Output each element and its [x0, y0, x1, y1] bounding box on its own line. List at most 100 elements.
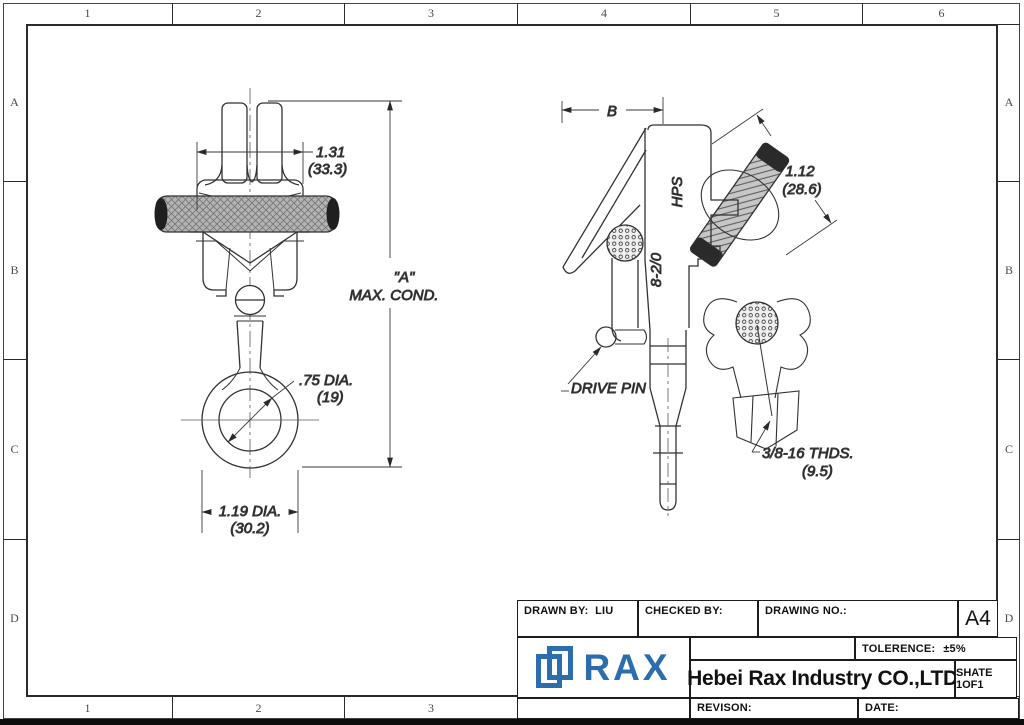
- titleblock-empty-cell: [517, 698, 690, 719]
- wingnut-lobes: [703, 298, 811, 399]
- titleblock-checked-by: CHECKED BY:: [638, 600, 758, 637]
- drawn-by-value: LIU: [595, 605, 614, 617]
- sheet-note-value: SHATE 1OF1: [956, 667, 993, 691]
- dim-thread-mm: (9.5): [802, 463, 833, 480]
- stem-flare: [221, 367, 279, 391]
- paper-size-value: A4: [965, 606, 991, 630]
- zone-strip-left: A B C D: [3, 24, 26, 697]
- conductor: [154, 195, 340, 233]
- pin-taper: [649, 387, 687, 427]
- titleblock-paper-size: A4: [958, 600, 998, 637]
- screw-arm: [611, 258, 639, 342]
- collar-lines: [234, 315, 266, 322]
- thread-leader: [751, 420, 771, 453]
- checked-by-label: CHECKED BY:: [645, 605, 723, 617]
- front-view: [154, 88, 340, 478]
- tolerance-label: TOLERENCE:: [862, 643, 936, 655]
- titleblock-drawing-no: DRAWING NO.:: [758, 600, 958, 637]
- zone-left-a: A: [3, 24, 26, 182]
- zone-top-2: 2: [173, 3, 345, 24]
- drawing-no-label: DRAWING NO.:: [765, 605, 847, 617]
- dim-b-ref: B: [607, 103, 617, 120]
- zone-right-a: A: [998, 24, 1020, 182]
- dim-eyebolt-in: 1.12: [785, 163, 815, 180]
- drive-pin-leader: [567, 346, 602, 385]
- lower-jaw-v: [190, 231, 310, 264]
- body-profile: [647, 124, 739, 328]
- dim-width-mm: (33.3): [308, 161, 347, 178]
- front-view-dimensions: 1.31 (33.3) "A" MAX. COND. .75 DIA. (19)…: [196, 100, 439, 537]
- wingnut-eye-hatched: [735, 301, 779, 345]
- wingnut-axis: [756, 324, 773, 417]
- drive-pin-body: [615, 329, 648, 345]
- titleblock-tolerance: TOLERENCE: ±5%: [855, 637, 1017, 660]
- dim-eyebolt-line1: [756, 114, 772, 137]
- dim-thread: 3/8-16 THDS.: [762, 445, 854, 462]
- outer-border: [3, 3, 1020, 719]
- pin-tip: [659, 499, 677, 511]
- zone-left-d: D: [10, 611, 19, 625]
- dim-hole-line: [227, 397, 273, 443]
- zone-left-b: B: [3, 182, 26, 360]
- dim-hole-leader: [271, 380, 295, 399]
- zone-right-c: C: [998, 360, 1020, 540]
- titleblock-drawn-by: DRAWN BY: LIU: [517, 600, 638, 637]
- clamp-upper-post-left: [221, 102, 248, 184]
- zone-strip-top: 1 2 3 4 5 6: [3, 3, 1020, 24]
- titleblock-company: Hebei Rax Industry CO.,LTD: [687, 660, 958, 698]
- titleblock-sheet-note: SHATE 1OF1: [955, 660, 1017, 698]
- sheet-bottom-bar: [0, 719, 1024, 725]
- dim-hole-in: .75 DIA.: [299, 372, 353, 389]
- lower-jaw-v-inner: [196, 240, 304, 272]
- dim-hole-mm: (19): [317, 389, 344, 406]
- marking-hps: HPS: [669, 177, 686, 208]
- dim-a-note: MAX. COND.: [349, 287, 438, 304]
- drawn-by-label: DRAWN BY:: [524, 605, 589, 617]
- body-column: [225, 247, 275, 291]
- zone-right-b: B: [998, 182, 1020, 360]
- zone-top-1: 1: [3, 3, 173, 24]
- hook-wedge: [562, 127, 647, 274]
- post-flares: [204, 164, 300, 186]
- tolerance-value: ±5%: [943, 643, 966, 655]
- label-drive-pin: DRIVE PIN: [571, 380, 646, 397]
- zone-top-3: 3: [345, 3, 518, 24]
- titleblock-spacer-cell: [690, 637, 855, 660]
- zone-top-6: 6: [938, 6, 945, 20]
- clamp-upper-post-right: [256, 102, 283, 184]
- dim-eyebolt-ext: [711, 108, 838, 256]
- rax-logo-text: RAX: [583, 647, 671, 688]
- screw-eye-hatched: [606, 224, 644, 262]
- company-name: Hebei Rax Industry CO.,LTD: [687, 667, 958, 690]
- zone-bottom-1: 1: [3, 697, 173, 719]
- titleblock-revision: REVISON:: [690, 698, 858, 719]
- dim-od-in: 1.19 DIA.: [219, 503, 282, 520]
- dim-width-in: 1.31: [316, 144, 345, 161]
- dim-eyebolt-mm: (28.6): [782, 181, 821, 198]
- date-label: DATE:: [865, 702, 899, 714]
- marking-range: 8-2/0: [648, 252, 665, 287]
- eyebolt-wing: [700, 169, 780, 241]
- dim-od-ext: [201, 470, 299, 533]
- hex-nut: [732, 390, 800, 450]
- zone-left-c: C: [3, 360, 26, 540]
- side-view-dimensions: B HPS 8-2/0 1.12 (28.6) DRIVE PIN 3/8-16…: [561, 97, 854, 480]
- zone-top-5: 5: [691, 3, 863, 24]
- zone-top-4: 4: [518, 3, 691, 24]
- pin-upper: [649, 330, 687, 388]
- titleblock-logo-cell: RAX: [517, 637, 690, 698]
- rax-logo-icon: [536, 645, 576, 690]
- side-view: [562, 124, 811, 516]
- revision-label: REVISON:: [697, 702, 752, 714]
- dim-eyebolt-line2: [814, 199, 832, 224]
- drive-pin-head: [595, 326, 617, 348]
- dim-a-ref: "A": [394, 269, 415, 286]
- eyebolt-rod: [689, 142, 790, 267]
- dim-od-mm: (30.2): [230, 520, 269, 537]
- top-strip-line: [26, 24, 1020, 25]
- eye-stem: [236, 320, 264, 369]
- body-shell: [202, 232, 298, 297]
- titleblock-date: DATE:: [858, 698, 1019, 719]
